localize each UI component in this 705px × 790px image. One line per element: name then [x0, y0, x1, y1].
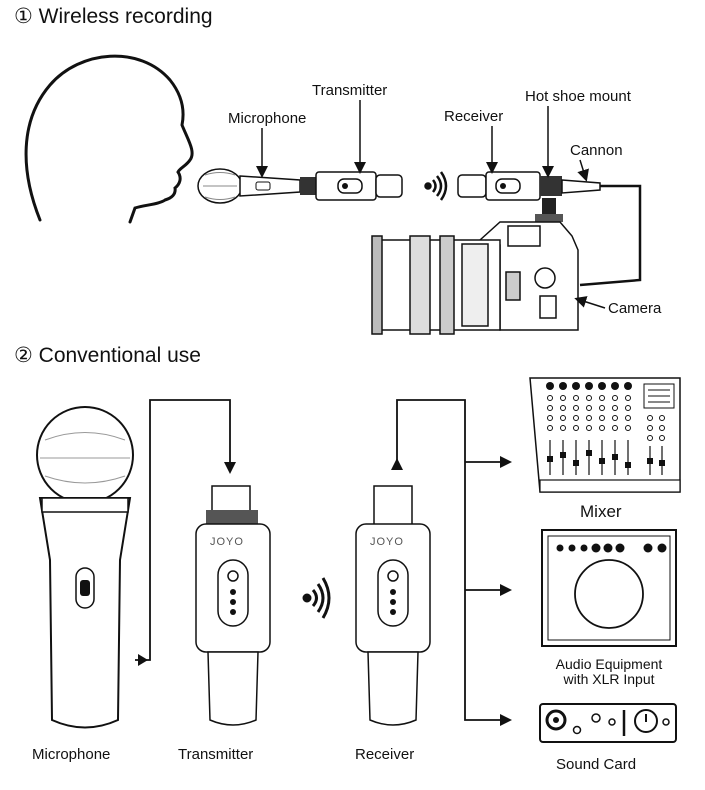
s1-pointers [256, 100, 606, 309]
hot-shoe-mount [535, 198, 563, 222]
s1-label-hot-shoe: Hot shoe mount [525, 88, 631, 105]
s1-label-receiver: Receiver [444, 108, 504, 125]
s2-label-audio-line1: Audio Equipment [555, 656, 663, 672]
s2-label-transmitter: Transmitter [178, 746, 254, 763]
section2-title: ② Conventional use [14, 344, 201, 367]
wireless-signal-icon [424, 171, 448, 201]
s1-label-microphone: Microphone [228, 110, 307, 127]
s1-label-transmitter: Transmitter [312, 82, 388, 99]
mixer-device [529, 377, 681, 493]
s2-output-cables [396, 399, 505, 721]
section1-title: ① Wireless recording [14, 5, 213, 28]
s1-receiver [457, 171, 601, 201]
s2-label-audio-line2: with XLR Input [563, 671, 655, 687]
s2-transmitter-brand: JOYO [210, 536, 244, 548]
s2-microphone [36, 406, 134, 729]
sound-card-device [539, 703, 677, 743]
s2-label-receiver: Receiver [355, 746, 415, 763]
s1-transmitter [300, 171, 403, 201]
s2-receiver-brand: JOYO [370, 536, 404, 548]
s2-label-mixer: Mixer [580, 502, 622, 521]
amp-device [541, 529, 677, 647]
s1-label-camera: Camera [608, 300, 662, 317]
s1-label-cannon: Cannon [570, 142, 623, 159]
s2-label-audio-equipment: Audio Equipment with XLR Input [536, 657, 682, 687]
s2-receiver [355, 485, 431, 726]
head-profile-icon [24, 54, 194, 224]
s1-camera [371, 221, 579, 335]
s2-label-microphone: Microphone [32, 746, 111, 763]
wireless-signal-icon [302, 577, 331, 619]
s1-cable [579, 184, 642, 287]
s2-transmitter [195, 485, 271, 726]
s2-label-sound-card: Sound Card [556, 756, 637, 773]
s1-microphone [197, 168, 301, 204]
